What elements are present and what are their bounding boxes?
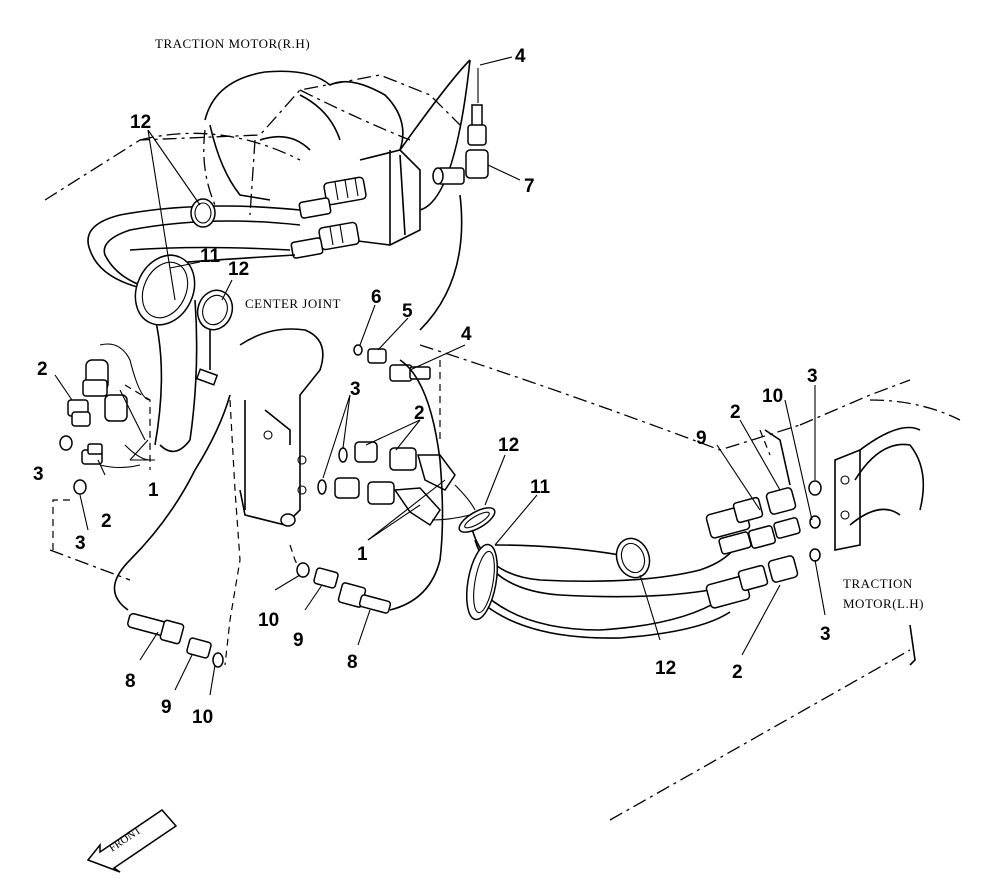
callout-10: 10 xyxy=(258,610,279,631)
callout-3: 3 xyxy=(350,379,361,400)
callout-8: 8 xyxy=(347,652,358,673)
front-arrow xyxy=(86,809,178,873)
center-joint-caption: CENTER JOINT xyxy=(245,296,341,311)
callout-6: 6 xyxy=(371,287,382,308)
callout-1: 1 xyxy=(357,544,368,565)
parts-4-7-rh xyxy=(432,68,489,185)
callout-11: 11 xyxy=(200,246,221,267)
callout-2: 2 xyxy=(37,359,48,380)
middle-fittings xyxy=(317,344,476,527)
clamps-rh xyxy=(134,198,234,331)
callout-9: 9 xyxy=(696,428,707,449)
callout-2: 2 xyxy=(732,662,743,683)
callout-3: 3 xyxy=(807,366,818,387)
callout-10: 10 xyxy=(192,707,213,728)
callout-3: 3 xyxy=(75,533,86,554)
callout-12: 12 xyxy=(655,658,676,679)
callout-10: 10 xyxy=(762,386,783,407)
leader-lines xyxy=(54,56,826,696)
lower-fittings xyxy=(113,359,444,668)
traction-motor-rh xyxy=(204,70,421,259)
callout-3: 3 xyxy=(820,624,831,645)
callout-2: 2 xyxy=(730,402,741,423)
callout-1: 1 xyxy=(148,480,159,501)
callout-3: 3 xyxy=(33,464,44,485)
phantom-outlines xyxy=(44,74,961,821)
center-joint xyxy=(195,328,324,527)
hoses-lh xyxy=(458,507,741,639)
callout-2: 2 xyxy=(414,403,425,424)
motor-lh-caption-line1: TRACTION xyxy=(843,576,913,591)
callout-8: 8 xyxy=(125,671,136,692)
callout-12: 12 xyxy=(498,435,519,456)
callout-7: 7 xyxy=(524,176,535,197)
callout-9: 9 xyxy=(161,697,172,718)
callout-4: 4 xyxy=(515,46,526,67)
callout-4: 4 xyxy=(461,324,472,345)
callout-5: 5 xyxy=(402,301,413,322)
callout-9: 9 xyxy=(293,630,304,651)
motor-lh-caption-line2: MOTOR(L.H) xyxy=(843,596,924,611)
callout-2: 2 xyxy=(101,511,112,532)
callout-12: 12 xyxy=(130,112,151,133)
callout-12: 12 xyxy=(228,259,249,280)
traction-motor-lh xyxy=(705,426,925,666)
left-fittings xyxy=(59,343,151,495)
motor-rh-caption: TRACTION MOTOR(R.H) xyxy=(155,36,310,51)
callout-11: 11 xyxy=(530,477,551,498)
